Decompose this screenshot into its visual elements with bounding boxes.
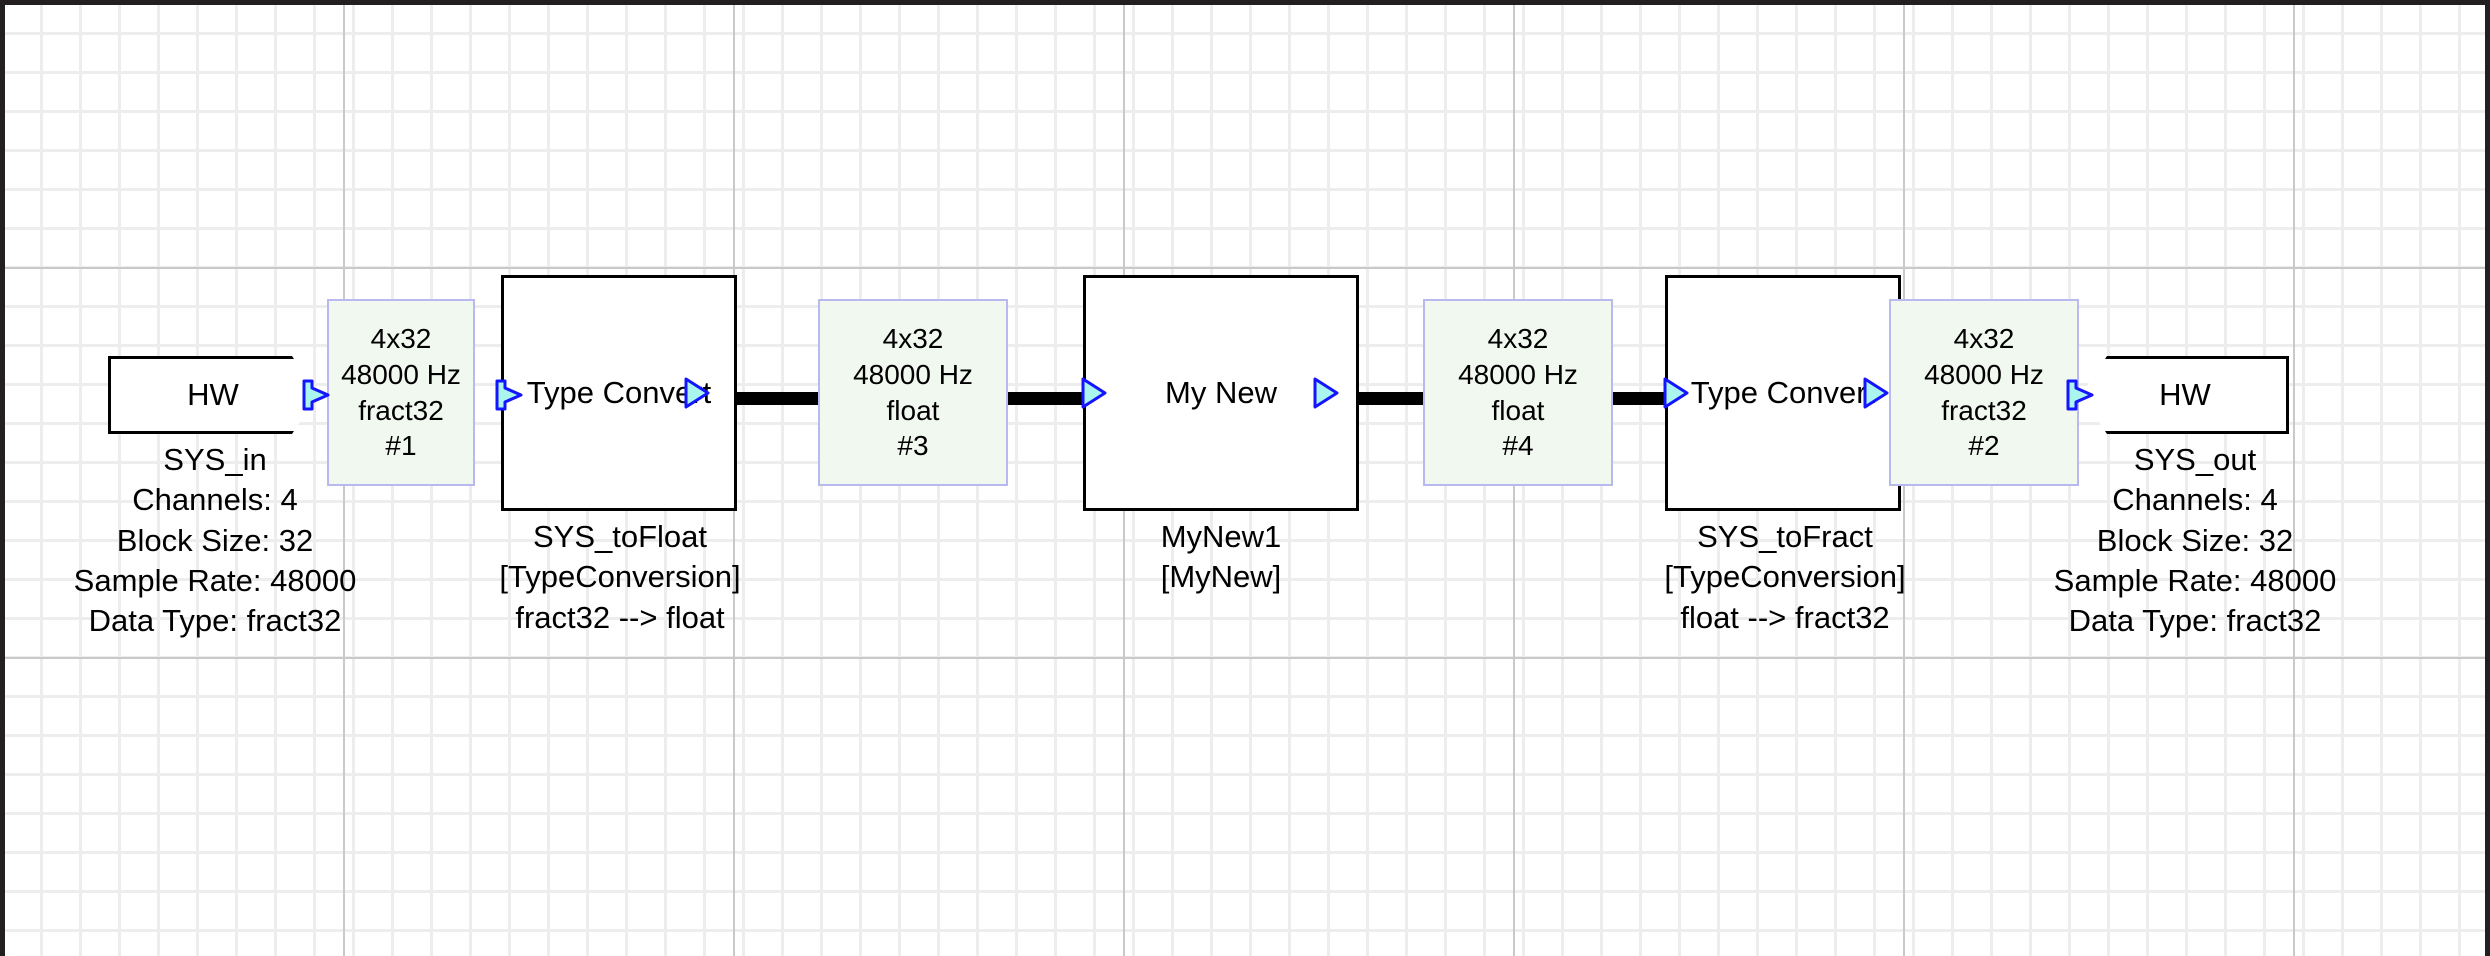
signal-label-index: #1 — [385, 430, 417, 462]
caption-line: Sample Rate: 48000 — [2053, 562, 2337, 598]
caption-line: Channels: 4 — [2112, 482, 2278, 518]
caption-line: [MyNew] — [1160, 559, 1282, 595]
signal-label-dtype: fract32 — [1941, 394, 2027, 426]
caption-line: Block Size: 32 — [2096, 522, 2294, 558]
caption-line: Block Size: 32 — [116, 522, 314, 558]
signal-label-2[interactable]: 4x32 48000 Hz fract32 #2 — [1889, 299, 2079, 486]
block-my-new[interactable]: My New — [1083, 275, 1359, 511]
caption-sys-out: SYS_out Channels: 4 Block Size: 32 Sampl… — [1975, 440, 2415, 641]
caption-line: [TypeConversion] — [1664, 559, 1906, 595]
signal-label-dims: 4x32 — [1953, 322, 2015, 354]
caption-sys-in: SYS_in Channels: 4 Block Size: 32 Sample… — [5, 440, 435, 641]
caption-line: SYS_toFloat — [532, 519, 708, 554]
block-sys-in[interactable]: HW — [108, 356, 318, 434]
signal-label-rate: 48000 Hz — [853, 358, 973, 390]
output-port-triangle-icon[interactable] — [1860, 376, 1890, 410]
block-label-line: Convert — [1766, 374, 1876, 410]
signal-label-dtype: float — [886, 394, 940, 426]
signal-label-4[interactable]: 4x32 48000 Hz float #4 — [1423, 299, 1613, 486]
block-label-line: Type — [1690, 374, 1759, 410]
caption-line: Channels: 4 — [132, 482, 298, 518]
signal-label-rate: 48000 Hz — [1458, 358, 1578, 390]
caption-line: [TypeConversion] — [499, 559, 741, 595]
output-port-triangle-icon[interactable] — [301, 378, 331, 412]
signal-label-3[interactable]: 4x32 48000 Hz float #3 — [818, 299, 1008, 486]
caption-line: fract32 --> float — [515, 599, 725, 635]
block-sys-tofract[interactable]: Type Convert — [1665, 275, 1901, 511]
signal-label-index: #2 — [1968, 430, 2000, 462]
caption-line: Data Type: fract32 — [2068, 603, 2322, 639]
signal-label-dims: 4x32 — [1487, 322, 1549, 354]
input-port-triangle-icon[interactable] — [1660, 376, 1690, 410]
block-sys-in-label: HW — [187, 377, 239, 412]
output-port-triangle-icon[interactable] — [1310, 376, 1340, 410]
signal-label-index: #3 — [897, 430, 929, 462]
caption-my-new: MyNew1 [MyNew] — [1046, 517, 1396, 598]
block-my-new-label: My New — [1165, 374, 1277, 410]
block-sys-out-label: HW — [2159, 377, 2211, 412]
signal-label-rate: 48000 Hz — [1924, 358, 2044, 390]
caption-line: SYS_out — [2133, 442, 2257, 477]
caption-sys-tofloat: SYS_toFloat [TypeConversion] fract32 -->… — [445, 517, 795, 638]
output-port-triangle-icon[interactable] — [681, 376, 711, 410]
caption-line: Sample Rate: 48000 — [73, 562, 357, 598]
signal-label-dims: 4x32 — [882, 322, 944, 354]
caption-line: Data Type: fract32 — [88, 603, 342, 639]
block-sys-tofract-label: Type Convert — [1691, 375, 1875, 412]
signal-label-dtype: float — [1491, 394, 1545, 426]
input-port-triangle-icon[interactable] — [1078, 376, 1108, 410]
block-sys-out[interactable]: HW — [2081, 356, 2289, 434]
caption-line: SYS_in — [163, 442, 267, 477]
caption-line: SYS_toFract — [1697, 519, 1873, 554]
block-sys-tofloat[interactable]: Type Convert — [501, 275, 737, 511]
signal-label-1[interactable]: 4x32 48000 Hz fract32 #1 — [327, 299, 475, 486]
caption-line: float --> fract32 — [1680, 599, 1890, 635]
caption-line: MyNew1 — [1160, 519, 1282, 554]
signal-label-dtype: fract32 — [358, 394, 444, 426]
caption-sys-tofract: SYS_toFract [TypeConversion] float --> f… — [1610, 517, 1960, 638]
signal-label-index: #4 — [1502, 430, 1534, 462]
signal-label-dims: 4x32 — [370, 322, 432, 354]
input-port-triangle-icon[interactable] — [494, 378, 524, 412]
input-port-triangle-icon[interactable] — [2065, 378, 2095, 412]
signal-label-rate: 48000 Hz — [341, 358, 461, 390]
block-label-line: Type — [526, 374, 595, 410]
